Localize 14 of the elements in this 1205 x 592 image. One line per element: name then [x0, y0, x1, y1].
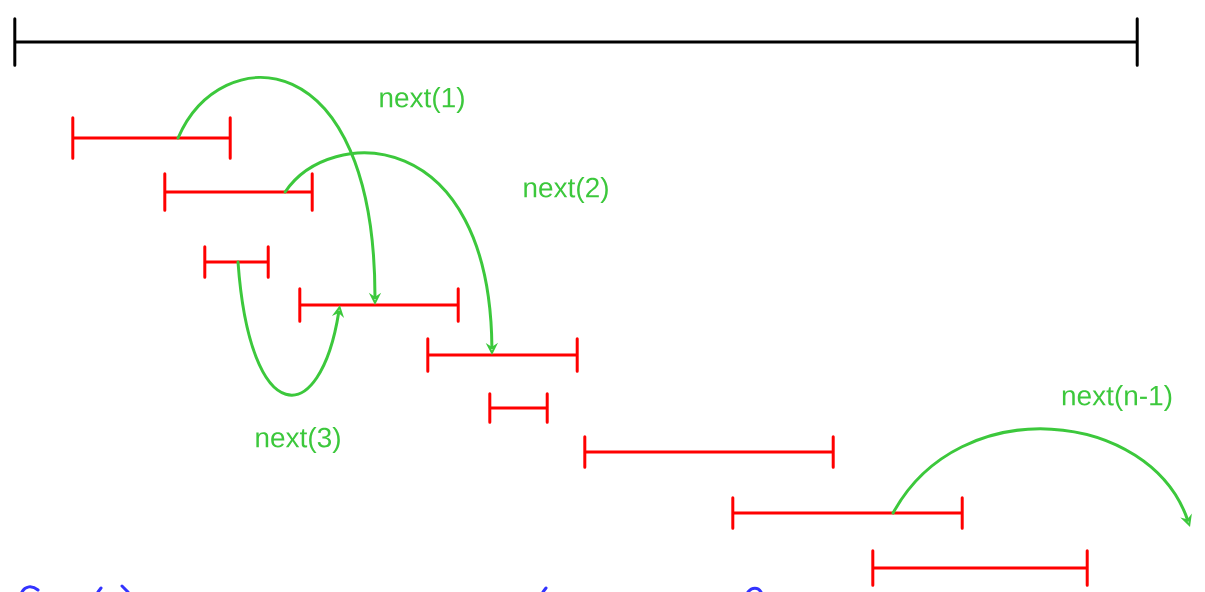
- interval-bar: [583, 435, 835, 469]
- interval-bar: [298, 287, 460, 323]
- edge-label: next(2): [524, 176, 608, 204]
- interval-bar: [163, 172, 314, 212]
- interval-bar: [731, 496, 964, 530]
- interval-bar: [488, 392, 549, 424]
- edge-label: next(1): [380, 86, 464, 114]
- interval-bar: [203, 245, 270, 279]
- interval-bar: [71, 116, 232, 160]
- edge-label: next(n-1): [1062, 384, 1172, 412]
- edge-label: next(3): [256, 426, 340, 454]
- interval-bar: [871, 549, 1089, 587]
- scale-bar: [13, 17, 1139, 67]
- interval-bar: [426, 337, 579, 373]
